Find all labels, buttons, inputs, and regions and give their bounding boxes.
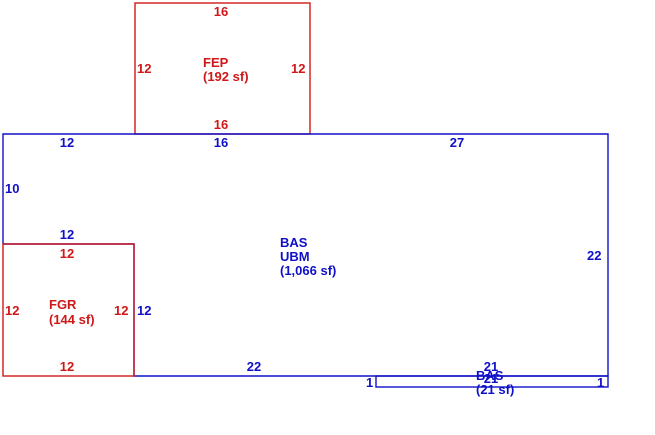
fep-bottom-dimension: 16 [214, 117, 228, 132]
bas-small-top-dimension: 21 [484, 359, 498, 374]
bas-main-area: 12 16 27 10 22 12 12 22 BAS UBM (1,066 s… [2, 133, 609, 377]
bas-bottom-dimension: 22 [247, 359, 261, 374]
fgr-area-size: (144 sf) [49, 312, 95, 327]
bas-top-right-dimension: 27 [450, 135, 464, 150]
bas-small-right-dimension: 1 [597, 375, 604, 390]
bas-top-mid-dimension: 16 [214, 135, 228, 150]
fep-area-code: FEP [203, 55, 229, 70]
bas-small-area-code: BAS [476, 368, 504, 383]
fgr-left-dimension: 12 [5, 303, 19, 318]
bas-small-area-size: (21 sf) [476, 382, 514, 397]
bas-inner-top-dimension: 12 [60, 227, 74, 242]
fgr-top-dimension: 12 [60, 246, 74, 261]
bas-area-code: BAS [280, 235, 308, 250]
fep-area-size: (192 sf) [203, 69, 249, 84]
fgr-right-dimension: 12 [114, 303, 128, 318]
fep-area: 16 12 12 16 FEP (192 sf) [134, 2, 311, 135]
bas-left-dimension: 10 [5, 181, 19, 196]
bas-area-subcode: UBM [280, 249, 310, 264]
bas-inner-right-dimension: 12 [137, 303, 151, 318]
bas-top-left-dimension: 12 [60, 135, 74, 150]
fgr-area-code: FGR [49, 297, 77, 312]
fgr-outline [2, 243, 135, 377]
bas-small-area: 21 21 1 1 BAS (21 sf) [366, 359, 609, 397]
bas-area-size: (1,066 sf) [280, 263, 336, 278]
fgr-bottom-dimension: 12 [60, 359, 74, 374]
bas-small-bottom-dimension: 21 [484, 371, 498, 386]
fep-top-dimension: 16 [214, 4, 228, 19]
fep-right-dimension: 12 [291, 61, 305, 76]
fep-left-dimension: 12 [137, 61, 151, 76]
bas-right-dimension: 22 [587, 248, 601, 263]
bas-small-left-dimension: 1 [366, 375, 373, 390]
fgr-area: 12 12 12 12 FGR (144 sf) [2, 243, 135, 377]
bas-small-outline [375, 375, 609, 388]
